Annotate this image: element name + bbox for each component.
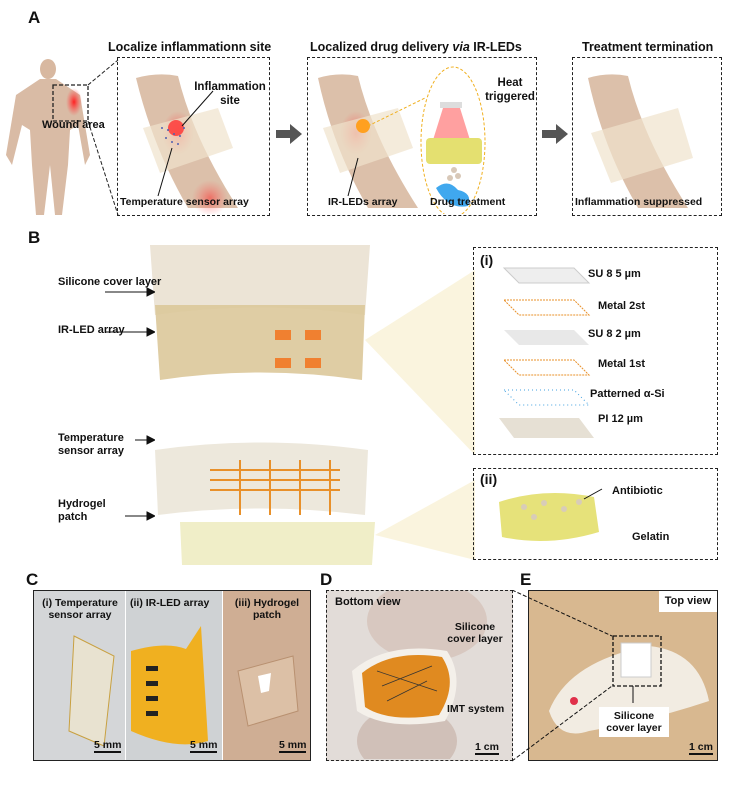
temperature-sensor-array-label: Temperature sensor array bbox=[58, 432, 125, 458]
drug-delivery-illustration bbox=[318, 66, 486, 214]
drug-treatment-label: Drug treatment bbox=[430, 196, 506, 208]
layer-metal-1st: Metal 1st bbox=[598, 358, 646, 370]
subpanel-iii-label: (iii) Hydrogel patch bbox=[234, 597, 300, 622]
subpanel-ii-label: (ii) IR-LED array bbox=[130, 597, 210, 609]
hydrogel-patch-label: Hydrogel patch bbox=[58, 498, 106, 524]
imt-system-label: IMT system bbox=[447, 703, 505, 715]
panel-a-title-2: Localized drug delivery via IR-LEDs bbox=[310, 40, 522, 54]
photo-ir-led: (ii) IR-LED array 5 mm bbox=[125, 591, 222, 760]
led-photo bbox=[131, 626, 208, 745]
layer-patterned-a-si: Patterned α-Si bbox=[590, 388, 665, 400]
subpanel-i-label: (i) Temperature sensor array bbox=[42, 597, 118, 622]
inset-i-layers: (i) SU 8 5 µm Metal 2st SU 8 2 µm Metal … bbox=[473, 247, 718, 455]
scale-bar-1cm: 1 cm bbox=[475, 741, 499, 755]
inflammation-site-label: Inflammation site bbox=[194, 81, 266, 108]
bottom-view-label: Bottom view bbox=[335, 596, 401, 608]
panel-c-label: C bbox=[26, 570, 39, 589]
photo-temperature-sensor: (i) Temperature sensor array 5 mm bbox=[34, 591, 125, 760]
arrow-right-icon bbox=[542, 124, 568, 144]
silicone-cover-layer-label: Silicone cover layer bbox=[599, 707, 669, 738]
arm-sensor-illustration bbox=[136, 74, 238, 214]
layer-metal-2st: Metal 2st bbox=[598, 300, 646, 312]
panel-d-photo: Bottom view Silicone cover layer IMT sys… bbox=[326, 590, 513, 761]
gelatin-block-illustration bbox=[499, 488, 603, 541]
healed-arm-illustration bbox=[588, 74, 693, 209]
inflammation-suppressed-label: Inflammation suppressed bbox=[575, 196, 703, 208]
antibiotic-label: Antibiotic bbox=[612, 485, 663, 497]
panel-a-box-2: Heat triggered IR-LEDs array Drug treatm… bbox=[307, 57, 537, 216]
zoom-connector-lines bbox=[512, 590, 612, 762]
inset-i-label: (i) bbox=[480, 252, 494, 268]
panel-a-box-3: Inflammation suppressed bbox=[572, 57, 722, 216]
scale-bar-5mm: 5 mm bbox=[94, 739, 122, 753]
layer-su8-5um: SU 8 5 µm bbox=[588, 268, 641, 280]
arrow-right-icon bbox=[276, 124, 302, 144]
inset-ii-hydrogel: (ii) Antibiotic Gelatin bbox=[473, 468, 718, 560]
inset-ii-label: (ii) bbox=[480, 471, 498, 487]
scale-bar-5mm: 5 mm bbox=[190, 739, 218, 753]
panel-a-title-3: Treatment termination bbox=[582, 40, 714, 54]
temperature-sensor-array-label: Temperature sensor array bbox=[120, 196, 249, 208]
device-in-fingers-photo bbox=[352, 591, 487, 759]
hydrogel-photo bbox=[237, 655, 299, 727]
human-figure bbox=[6, 59, 119, 216]
layer-pi-12um: PI 12 µm bbox=[598, 413, 643, 425]
panel-b-label: B bbox=[28, 228, 41, 247]
layer-su8-2um: SU 8 2 µm bbox=[588, 328, 641, 340]
scale-bar-5mm: 5 mm bbox=[279, 739, 307, 753]
panel-a-title-1: Localize inflammationn site bbox=[108, 40, 272, 54]
panel-e-label: E bbox=[520, 570, 532, 589]
rat-photo bbox=[549, 635, 709, 734]
silicone-cover-layer-label: Silicone cover layer bbox=[58, 276, 162, 288]
wound-area-label: Wound area bbox=[42, 119, 105, 131]
layer-stack-illustration bbox=[150, 245, 475, 565]
ir-leds-array-label: IR-LEDs array bbox=[328, 196, 398, 208]
silicone-cover-layer-label: Silicone cover layer bbox=[447, 621, 503, 646]
panel-a-label: A bbox=[28, 8, 41, 27]
heat-triggered-label: Heat triggered bbox=[485, 77, 535, 104]
layer-exploded-view bbox=[499, 267, 594, 438]
panel-e-photo: Top view Silicone cover layer 1 cm bbox=[528, 590, 718, 761]
panel-a-box-1: Inflammation site Temperature sensor arr… bbox=[117, 57, 270, 216]
scale-bar-1cm: 1 cm bbox=[689, 741, 713, 755]
sensor-photo bbox=[68, 635, 115, 747]
panel-c-photos: (i) Temperature sensor array 5 mm (ii) I… bbox=[33, 590, 311, 761]
photo-hydrogel: (iii) Hydrogel patch 5 mm bbox=[222, 591, 310, 760]
ir-led-array-label: IR-LED array bbox=[58, 324, 125, 336]
pointer-arrows bbox=[105, 287, 155, 521]
panel-d-label: D bbox=[320, 570, 333, 589]
gelatin-label: Gelatin bbox=[632, 531, 670, 543]
top-view-label: Top view bbox=[658, 591, 717, 613]
